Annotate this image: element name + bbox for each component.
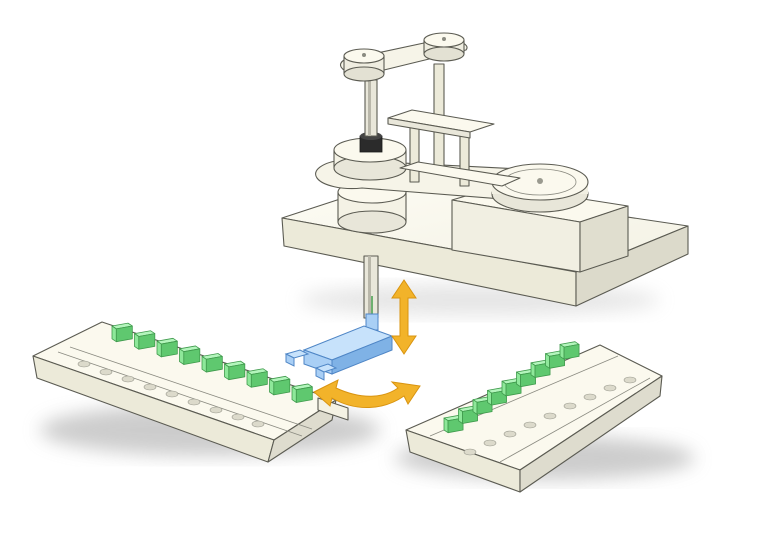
part-block [291, 383, 313, 403]
right-conveyor-parts [443, 341, 580, 434]
left-conveyor [32, 321, 349, 463]
part-block [179, 345, 201, 365]
part-block [156, 337, 178, 358]
lower-pulley [337, 180, 407, 234]
part-block [246, 368, 268, 388]
left-conveyor-rollers [77, 360, 265, 428]
right-conveyor-rollers [463, 376, 637, 456]
gripper [284, 313, 394, 381]
top-arm-link [340, 32, 468, 82]
robot-column [333, 79, 407, 181]
motor-pulley [491, 163, 589, 213]
left-conveyor-parts [111, 322, 313, 403]
z-axis-shaft [363, 255, 379, 319]
part-block [559, 341, 580, 360]
vertical-motion-arrow-icon [391, 279, 417, 355]
part-block [134, 330, 156, 350]
part-block [269, 375, 291, 396]
rotation-arrow-icon [313, 379, 421, 409]
right-conveyor [405, 344, 663, 493]
part-block [201, 353, 223, 373]
guide-bracket [387, 63, 521, 187]
part-block [111, 322, 133, 343]
part-block [224, 360, 246, 381]
